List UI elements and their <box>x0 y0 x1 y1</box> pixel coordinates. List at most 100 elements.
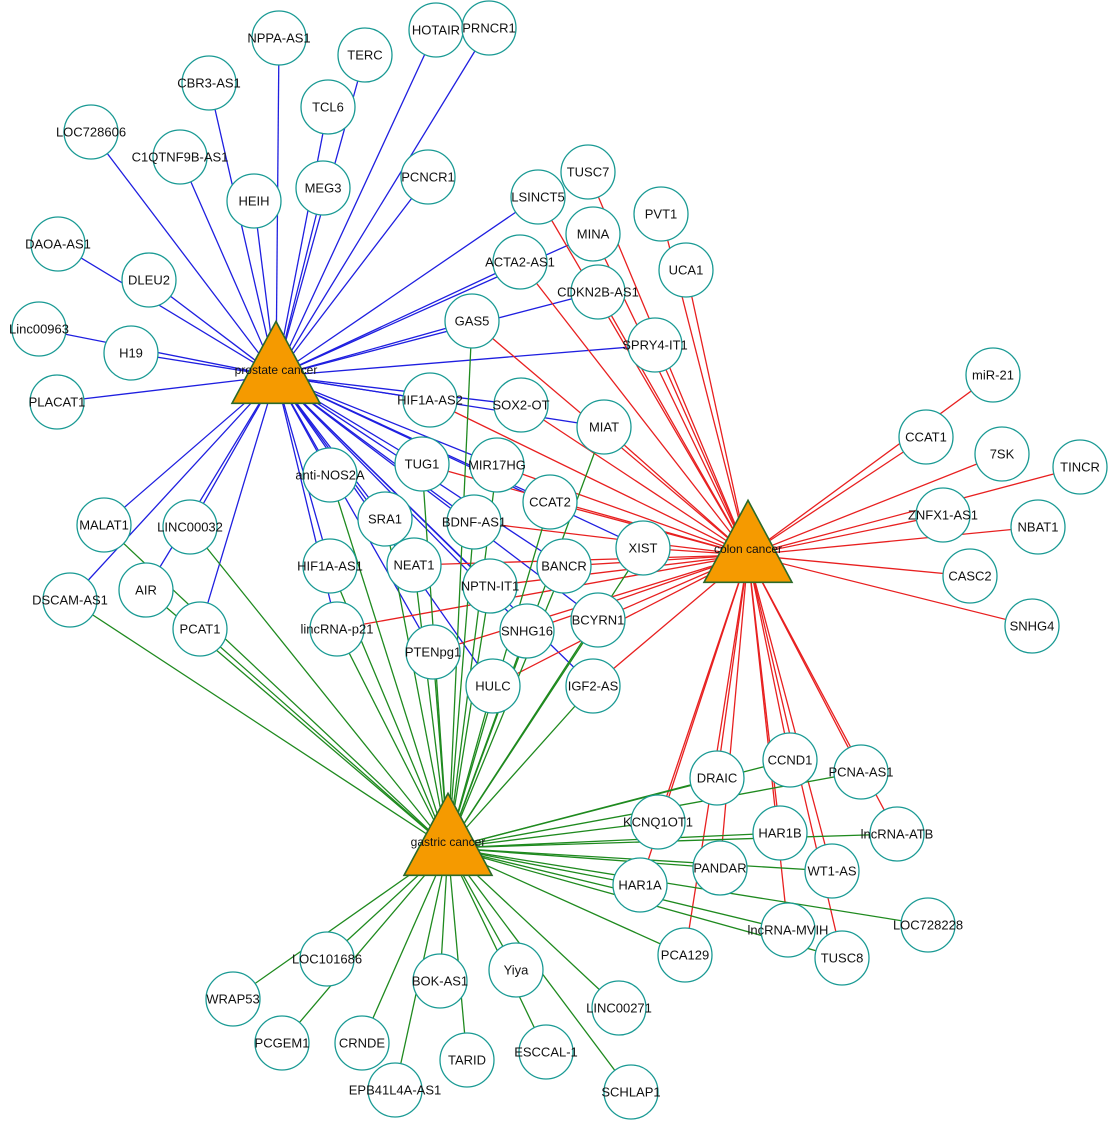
edge-colon-cancer-mir-21 <box>747 374 994 556</box>
node-circle <box>1052 439 1108 495</box>
node-circle <box>536 538 592 594</box>
edge-colon-cancer-wt1-as <box>747 554 833 872</box>
edge-colon-cancer-7sk <box>747 453 1003 556</box>
node-meg3: MEG3 <box>295 160 351 216</box>
node-circle <box>302 447 358 503</box>
node-wt1-as: WT1-AS <box>804 843 860 899</box>
edge-prostate-cancer-c1qtnf9b-as1 <box>179 156 277 377</box>
node-label: NPTN-IT1 <box>461 579 520 594</box>
node-daoa-as1: DAOA-AS1 <box>25 216 91 272</box>
node-circle <box>570 592 626 648</box>
node-circle <box>121 252 177 308</box>
node-ptenpg1: PTENpg1 <box>405 624 461 680</box>
node-label: H19 <box>119 346 143 361</box>
edge-colon-cancer-nptn-it1 <box>489 554 749 587</box>
node-circle <box>760 902 816 958</box>
edge-gastric-cancer-neat1 <box>413 564 449 849</box>
node-mir17hg: MIR17HG <box>468 437 526 493</box>
node-lincrna-p21: lincRNA-p21 <box>301 601 373 657</box>
node-label: AIR <box>135 583 157 598</box>
node-label: CCND1 <box>768 753 813 768</box>
node-label: LSINCT5 <box>511 190 564 205</box>
edge-colon-cancer-draic <box>716 554 749 779</box>
node-label: WRAP53 <box>206 992 259 1007</box>
node-circle <box>752 805 808 861</box>
node-label: CDKN2B-AS1 <box>557 285 639 300</box>
node-label: ACTA2-AS1 <box>485 255 555 270</box>
hub-label: gastric cancer <box>411 835 486 849</box>
node-label: Yiya <box>504 963 530 978</box>
node-label: MINA <box>577 227 610 242</box>
node-nppa-as1: NPPA-AS1 <box>247 10 311 66</box>
edge-gastric-cancer-gas5 <box>447 320 473 849</box>
node-label: CCAT1 <box>905 430 947 445</box>
edge-gastric-cancer-linc00032 <box>189 526 449 849</box>
node-ccat1: CCAT1 <box>898 409 954 465</box>
node-uca1: UCA1 <box>658 242 714 298</box>
node-label: LOC728606 <box>56 125 126 140</box>
edge-prostate-cancer-gas5 <box>275 320 473 377</box>
node-terc: TERC <box>337 27 393 83</box>
node-circle <box>488 942 544 998</box>
node-circle <box>334 1015 390 1071</box>
node-label: SNHG16 <box>501 624 553 639</box>
node-miat: MIAT <box>576 399 632 455</box>
node-circle <box>942 548 998 604</box>
node-circle <box>446 494 502 550</box>
node-hif1a-as1: HIF1A-AS1 <box>297 538 363 594</box>
node-label: DAOA-AS1 <box>25 237 91 252</box>
node-lncrna-mvih: lncRNA-MVIH <box>748 902 828 958</box>
node-tusc8: TUSC8 <box>814 930 870 986</box>
node-tcl6: TCL6 <box>300 79 356 135</box>
edge-gastric-cancer-loc728228 <box>447 847 929 926</box>
node-label: TUSC8 <box>821 951 864 966</box>
node-hulc: HULC <box>465 658 521 714</box>
node-cdkn2b-as1: CDKN2B-AS1 <box>557 264 639 320</box>
node-label: SNHG4 <box>1010 619 1055 634</box>
node-label: PCA129 <box>661 948 709 963</box>
node-circle <box>570 264 626 320</box>
edge-colon-cancer-sox2-ot <box>520 404 749 556</box>
node-pcncr1: PCNCR1 <box>400 149 456 205</box>
node-label: TARID <box>448 1053 486 1068</box>
node-nbat1: NBAT1 <box>1010 499 1066 555</box>
node-circle <box>814 930 870 986</box>
node-circle <box>762 732 818 788</box>
node-circle <box>974 426 1030 482</box>
node-circle <box>469 437 525 493</box>
node-label: LINC00032 <box>157 520 223 535</box>
node-label: PCAT1 <box>180 622 221 637</box>
node-anti-nos2a: anti-NOS2A <box>295 447 365 503</box>
edge-gastric-cancer-pcgem1 <box>281 847 449 1044</box>
node-casc2: CASC2 <box>942 548 998 604</box>
node-circle <box>367 1062 423 1118</box>
node-znfx1-as1: ZNFX1-AS1 <box>908 487 978 543</box>
node-label: BDNF-AS1 <box>442 515 506 530</box>
node-label: LINC00271 <box>586 1001 652 1016</box>
node-circle <box>118 562 174 618</box>
edge-gastric-cancer-kcnq1ot1 <box>447 821 659 849</box>
edge-prostate-cancer-acta2-as1 <box>275 261 521 377</box>
node-circle <box>405 624 461 680</box>
node-loc101686: LOC101686 <box>292 931 362 987</box>
node-label: EPB41L4A-AS1 <box>349 1083 442 1098</box>
node-label: Linc00963 <box>9 322 69 337</box>
node-circle <box>412 953 468 1009</box>
node-tincr: TINCR <box>1052 439 1108 495</box>
node-label: CBR3-AS1 <box>177 76 241 91</box>
node-circle <box>915 487 971 543</box>
node-label: HAR1B <box>758 826 801 841</box>
edge-prostate-cancer-cbr3-as1 <box>208 82 277 377</box>
hub-label: colon cancer <box>714 542 782 556</box>
node-circle <box>300 79 356 135</box>
node-label: LOC728228 <box>893 918 963 933</box>
node-circle <box>630 794 686 850</box>
node-7sk: 7SK <box>974 426 1030 482</box>
node-circle <box>658 242 714 298</box>
node-air: AIR <box>118 562 174 618</box>
edge-colon-cancer-spry4-it1 <box>654 344 749 556</box>
node-circle <box>565 658 621 714</box>
node-label: NEAT1 <box>394 558 435 573</box>
node-lsinct5: LSINCT5 <box>510 169 566 225</box>
